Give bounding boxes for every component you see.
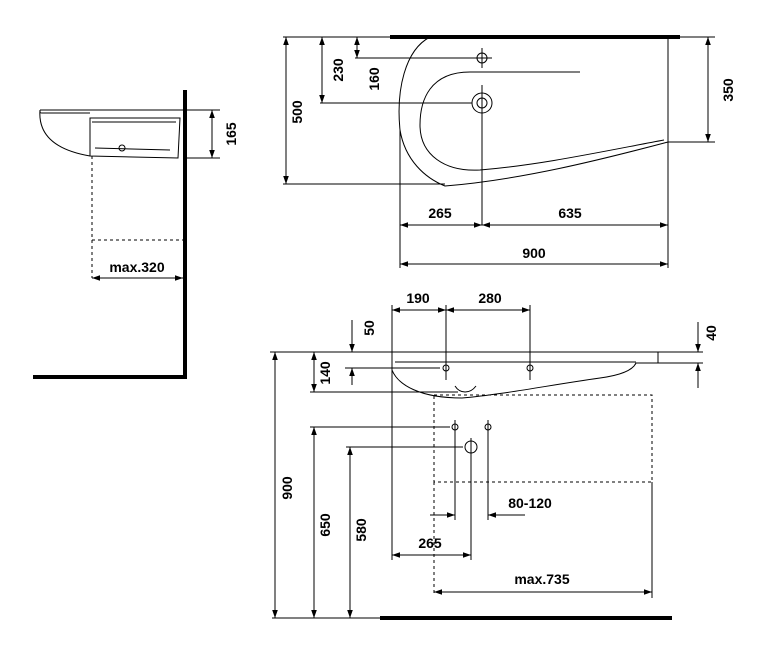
- dim-label-350: 350: [720, 78, 736, 102]
- dim-label-265-top: 265: [428, 205, 452, 221]
- dim-label-230: 230: [330, 58, 346, 82]
- drain-side: [118, 144, 126, 152]
- side-view: 165 max.320: [33, 90, 239, 379]
- dim-label-140: 140: [317, 361, 333, 385]
- dim-label-500: 500: [289, 100, 305, 124]
- basin-top-outline: [398, 36, 669, 187]
- dim-label-635: 635: [558, 205, 582, 221]
- dim-label-280: 280: [478, 290, 502, 306]
- basin-top-bowl: [419, 71, 665, 171]
- siphon-zone: [433, 394, 653, 483]
- dim-label-580: 580: [353, 518, 369, 542]
- dim-label-190: 190: [406, 290, 430, 306]
- dim-label-40: 40: [703, 325, 719, 341]
- basin-front-outline: [391, 351, 659, 399]
- basin-rim-side: [39, 109, 90, 114]
- dim-label-160: 160: [366, 67, 382, 91]
- dim-label-900-front: 900: [279, 476, 295, 500]
- dim-label-max320: max.320: [109, 259, 164, 275]
- dim-label-50: 50: [361, 320, 377, 336]
- front-view: 190 280 50 140 40 900 650: [270, 290, 719, 620]
- dim-label-side-165: 165: [223, 122, 239, 146]
- top-view: 500 230 160 350 265 635 900: [283, 35, 736, 268]
- dim-label-80-120: 80-120: [508, 495, 552, 511]
- basin-side-profile: [39, 109, 185, 159]
- dim-label-265-front: 265: [418, 535, 442, 551]
- dim-label-max735: max.735: [514, 571, 569, 587]
- dim-label-900-top: 900: [522, 245, 546, 261]
- dim-label-650: 650: [317, 513, 333, 537]
- drain-front: [454, 385, 477, 393]
